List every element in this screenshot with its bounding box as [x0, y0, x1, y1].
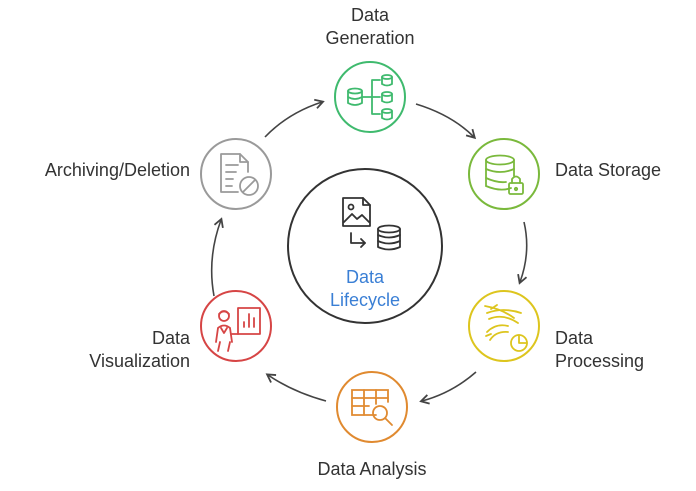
database-tree-icon: [347, 74, 393, 121]
label-archiving-line1: Archiving/Deletion: [44, 160, 190, 180]
label-generation-line1: Data: [350, 5, 390, 25]
arrow-visualization-to-archiving: [210, 217, 224, 297]
center-title: Data Lifecycle: [315, 266, 415, 312]
center-title-line2: Lifecycle: [329, 290, 401, 310]
stage-analysis: [336, 371, 408, 443]
stage-generation: [334, 61, 406, 133]
label-processing-line2: Processing: [555, 351, 645, 371]
stage-processing: [468, 290, 540, 362]
center-circle: [287, 168, 443, 324]
center-title-line1: Data: [345, 267, 385, 287]
label-processing-line1: Data: [555, 328, 594, 348]
stage-archiving: [200, 138, 272, 210]
arrow-analysis-to-visualization: [265, 373, 327, 402]
document-blocked-icon: [220, 153, 259, 196]
label-analysis-line1: Data Analysis: [317, 459, 427, 479]
label-generation: Data Generation: [300, 4, 440, 50]
arrow-generation-to-storage: [415, 103, 477, 140]
arrow-processing-to-analysis: [419, 371, 477, 405]
stage-visualization: [200, 290, 272, 362]
stage-storage: [468, 138, 540, 210]
label-storage-line1: Data Storage: [555, 160, 662, 180]
arrow-archiving-to-generation: [264, 98, 325, 138]
center-icon: [342, 197, 401, 251]
table-search-icon: [351, 389, 393, 426]
cycle-arrows: [210, 98, 528, 405]
label-visualization-line2: Visualization: [89, 351, 190, 371]
label-visualization: Data Visualization: [40, 327, 190, 373]
flow-chart-icon: [484, 304, 528, 352]
label-processing: Data Processing: [555, 327, 644, 373]
database-lock-icon: [485, 154, 524, 195]
label-generation-line2: Generation: [325, 28, 415, 48]
label-analysis: Data Analysis: [292, 458, 452, 481]
arrow-storage-to-processing: [517, 221, 528, 285]
label-visualization-line1: Data: [151, 328, 190, 348]
label-archiving: Archiving/Deletion: [0, 159, 190, 182]
label-storage: Data Storage: [555, 159, 661, 182]
presenter-chart-icon: [215, 307, 261, 352]
